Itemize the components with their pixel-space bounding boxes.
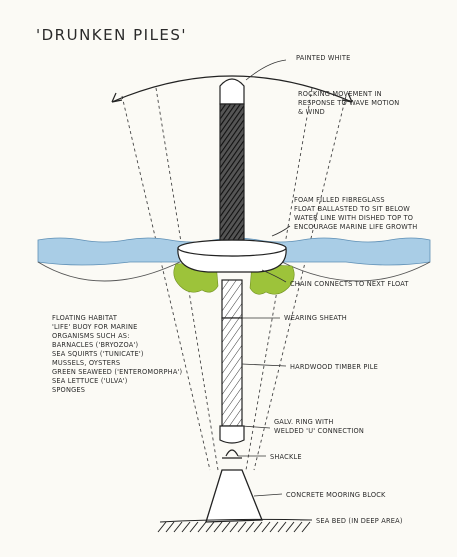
shackle bbox=[222, 450, 242, 458]
label-rocking-movement: ROCKING MOVEMENT IN RESPONSE TO WAVE MOT… bbox=[298, 90, 402, 116]
concrete-mooring-block bbox=[206, 470, 262, 522]
label-shackle: SHACKLE bbox=[270, 453, 302, 461]
foam-float bbox=[178, 240, 286, 272]
galv-ring bbox=[220, 426, 244, 443]
label-sea-bed: SEA BED (IN DEEP AREA) bbox=[316, 517, 403, 525]
label-wearing-sheath: WEARING SHEATH bbox=[284, 314, 347, 322]
label-mooring-block: CONCRETE MOORING BLOCK bbox=[286, 491, 386, 499]
label-floating-habitat: FLOATING HABITAT 'LIFE' BUOY FOR MARINE … bbox=[52, 314, 185, 394]
label-chain: CHAIN CONNECTS TO NEXT FLOAT bbox=[290, 280, 409, 288]
label-foam-float: FOAM FILLED FIBREGLASS FLOAT BALLASTED T… bbox=[294, 196, 417, 231]
diagram-title: 'DRUNKEN PILES' bbox=[36, 26, 187, 44]
label-galv-ring: GALV. RING WITH WELDED 'U' CONNECTION bbox=[274, 418, 364, 435]
label-painted-white: PAINTED WHITE bbox=[296, 54, 351, 62]
label-timber-pile: HARDWOOD TIMBER PILE bbox=[290, 363, 378, 371]
